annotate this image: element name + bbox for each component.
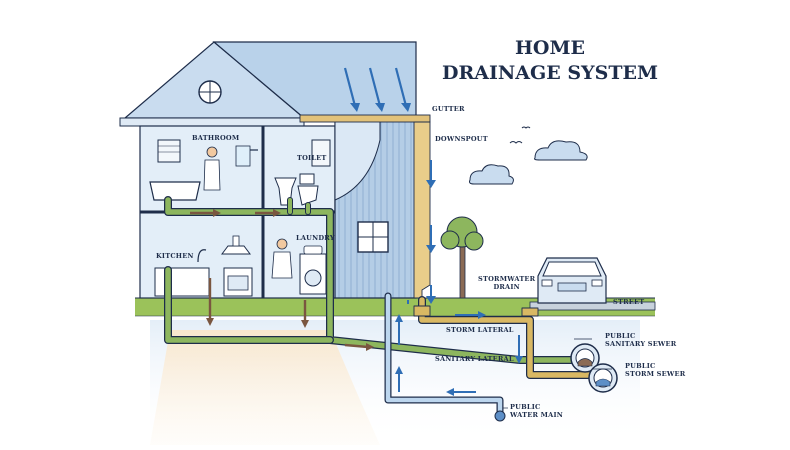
label-public-water-main-line1: PUBLIC <box>510 403 541 411</box>
label-laundry: LAUNDRY <box>296 234 335 242</box>
public-water-main <box>494 410 506 422</box>
clouds <box>469 140 588 185</box>
label-stormwater-drain-line2: DRAIN <box>493 282 520 291</box>
kitchen-counter <box>154 267 210 297</box>
label-public-sanitary-sewer-line1: PUBLIC <box>605 332 636 340</box>
label-public-sanitary-sewer: PUBLIC SANITARY SEWER <box>605 332 677 348</box>
water-flow-arrows <box>395 300 523 396</box>
label-public-storm-sewer: PUBLIC STORM SEWER <box>625 362 686 378</box>
title-line1: HOME <box>514 37 586 59</box>
water-pipe <box>384 292 504 416</box>
tree <box>440 216 484 299</box>
birds <box>509 126 531 144</box>
label-storm-lateral: STORM LATERAL <box>446 326 514 334</box>
label-public-sanitary-sewer-line2: SANITARY SEWER <box>605 339 677 348</box>
label-toilet: TOILET <box>297 154 327 162</box>
car <box>537 257 607 304</box>
person-laundry <box>276 238 288 250</box>
bathtub <box>149 181 201 201</box>
gutter-downspout <box>299 114 431 299</box>
label-stormwater-drain-line1: STORMWATER <box>478 275 536 283</box>
rain-arrows <box>343 67 411 112</box>
label-gutter: GUTTER <box>432 105 465 113</box>
label-public-water-main-line2: WATER MAIN <box>510 410 563 419</box>
label-bathroom: BATHROOM <box>192 134 240 142</box>
person-bathroom <box>206 146 218 158</box>
downspout-arrows <box>426 160 436 304</box>
label-stormwater-drain: STORMWATER DRAIN <box>478 275 536 291</box>
storm-pipes <box>413 296 604 379</box>
label-public-storm-sewer-line1: PUBLIC <box>625 362 656 370</box>
title-line2: DRAINAGE SYSTEM <box>442 62 658 84</box>
leader-lines <box>503 338 612 409</box>
label-public-storm-sewer-line2: STORM SEWER <box>625 369 686 378</box>
stormwater-drain <box>521 307 539 317</box>
label-sanitary-lateral: SANITARY LATERAL <box>435 355 514 363</box>
label-street: STREET <box>613 298 645 306</box>
gutter <box>299 114 431 123</box>
label-kitchen: KITCHEN <box>156 252 194 260</box>
label-public-water-main: PUBLIC WATER MAIN <box>510 403 563 419</box>
toilet-fixture <box>297 185 319 206</box>
downspout <box>413 121 431 299</box>
label-downspout: DOWNSPOUT <box>435 135 488 143</box>
wastewater-arrows <box>190 209 374 351</box>
public-storm-sewer <box>588 363 618 393</box>
public-sanitary-sewer <box>570 343 600 373</box>
